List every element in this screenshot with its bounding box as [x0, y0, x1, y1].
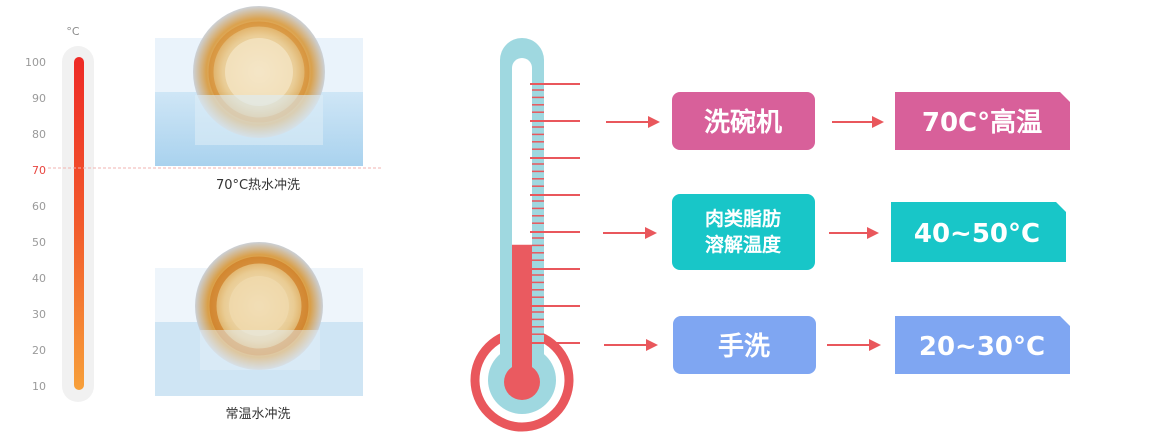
gauge-tick-label: 90: [32, 92, 46, 105]
gauge-fill-bar: [74, 57, 84, 390]
gauge-tick-label: 20: [32, 344, 46, 357]
hot-water-caption: 70°C热水冲洗: [216, 178, 300, 193]
gauge-tick-label: 10: [32, 380, 46, 393]
fat-melting-label-box: [672, 194, 815, 270]
normal-water-photo: [155, 242, 363, 396]
fat-melting-label-line2: 溶解温度: [705, 233, 782, 256]
thermometer-bulb-fill: [504, 364, 540, 400]
hand-wash-label: 手洗: [718, 332, 770, 362]
dishwasher-label-box: [672, 92, 815, 150]
dishwasher-value: 70C°高温: [922, 107, 1042, 138]
arrow-icon: [603, 227, 657, 239]
hand-wash-value: 20~30°C: [919, 332, 1045, 362]
arrow-icon: [829, 227, 879, 239]
arrow-icon: [606, 116, 660, 128]
arrow-icon: [832, 116, 884, 128]
gauge-tick-label: 80: [32, 128, 46, 141]
gauge-tick-label: 30: [32, 308, 46, 321]
arrow-icon: [604, 339, 658, 351]
gauge-unit-label: °C: [66, 25, 80, 38]
hand-wash-value-box: [895, 316, 1070, 374]
fat-melting-value: 40~50°C: [914, 219, 1040, 249]
gauge-tick-label: 50: [32, 236, 46, 249]
arrow-icon: [827, 339, 881, 351]
hot-water-photo: [155, 6, 363, 166]
gauge-tick-label: 100: [25, 56, 46, 69]
row-fat-melting: 肉类脂肪 溶解温度 40~50°C: [603, 194, 1066, 270]
fat-melting-label-line1: 肉类脂肪: [705, 207, 781, 230]
normal-water-caption: 常温水冲洗: [225, 407, 290, 422]
hand-wash-label-box: [673, 316, 816, 374]
left-temperature-gauge: °C 100 90 80 70 60 50 40 30 20 10: [25, 25, 382, 402]
row-hand-wash: 手洗 20~30°C: [604, 316, 1070, 374]
dishwasher-label: 洗碗机: [704, 107, 782, 138]
gauge-tick-label: 70: [32, 164, 46, 177]
thermometer-mercury: [512, 244, 532, 380]
gauge-tick-label: 40: [32, 272, 46, 285]
gauge-tick-label: 60: [32, 200, 46, 213]
fat-melting-value-box: [891, 202, 1066, 262]
row-dishwasher: 洗碗机 70C°高温: [606, 92, 1070, 150]
thermometer-icon: [470, 38, 580, 432]
dishwasher-value-box: [895, 92, 1070, 150]
